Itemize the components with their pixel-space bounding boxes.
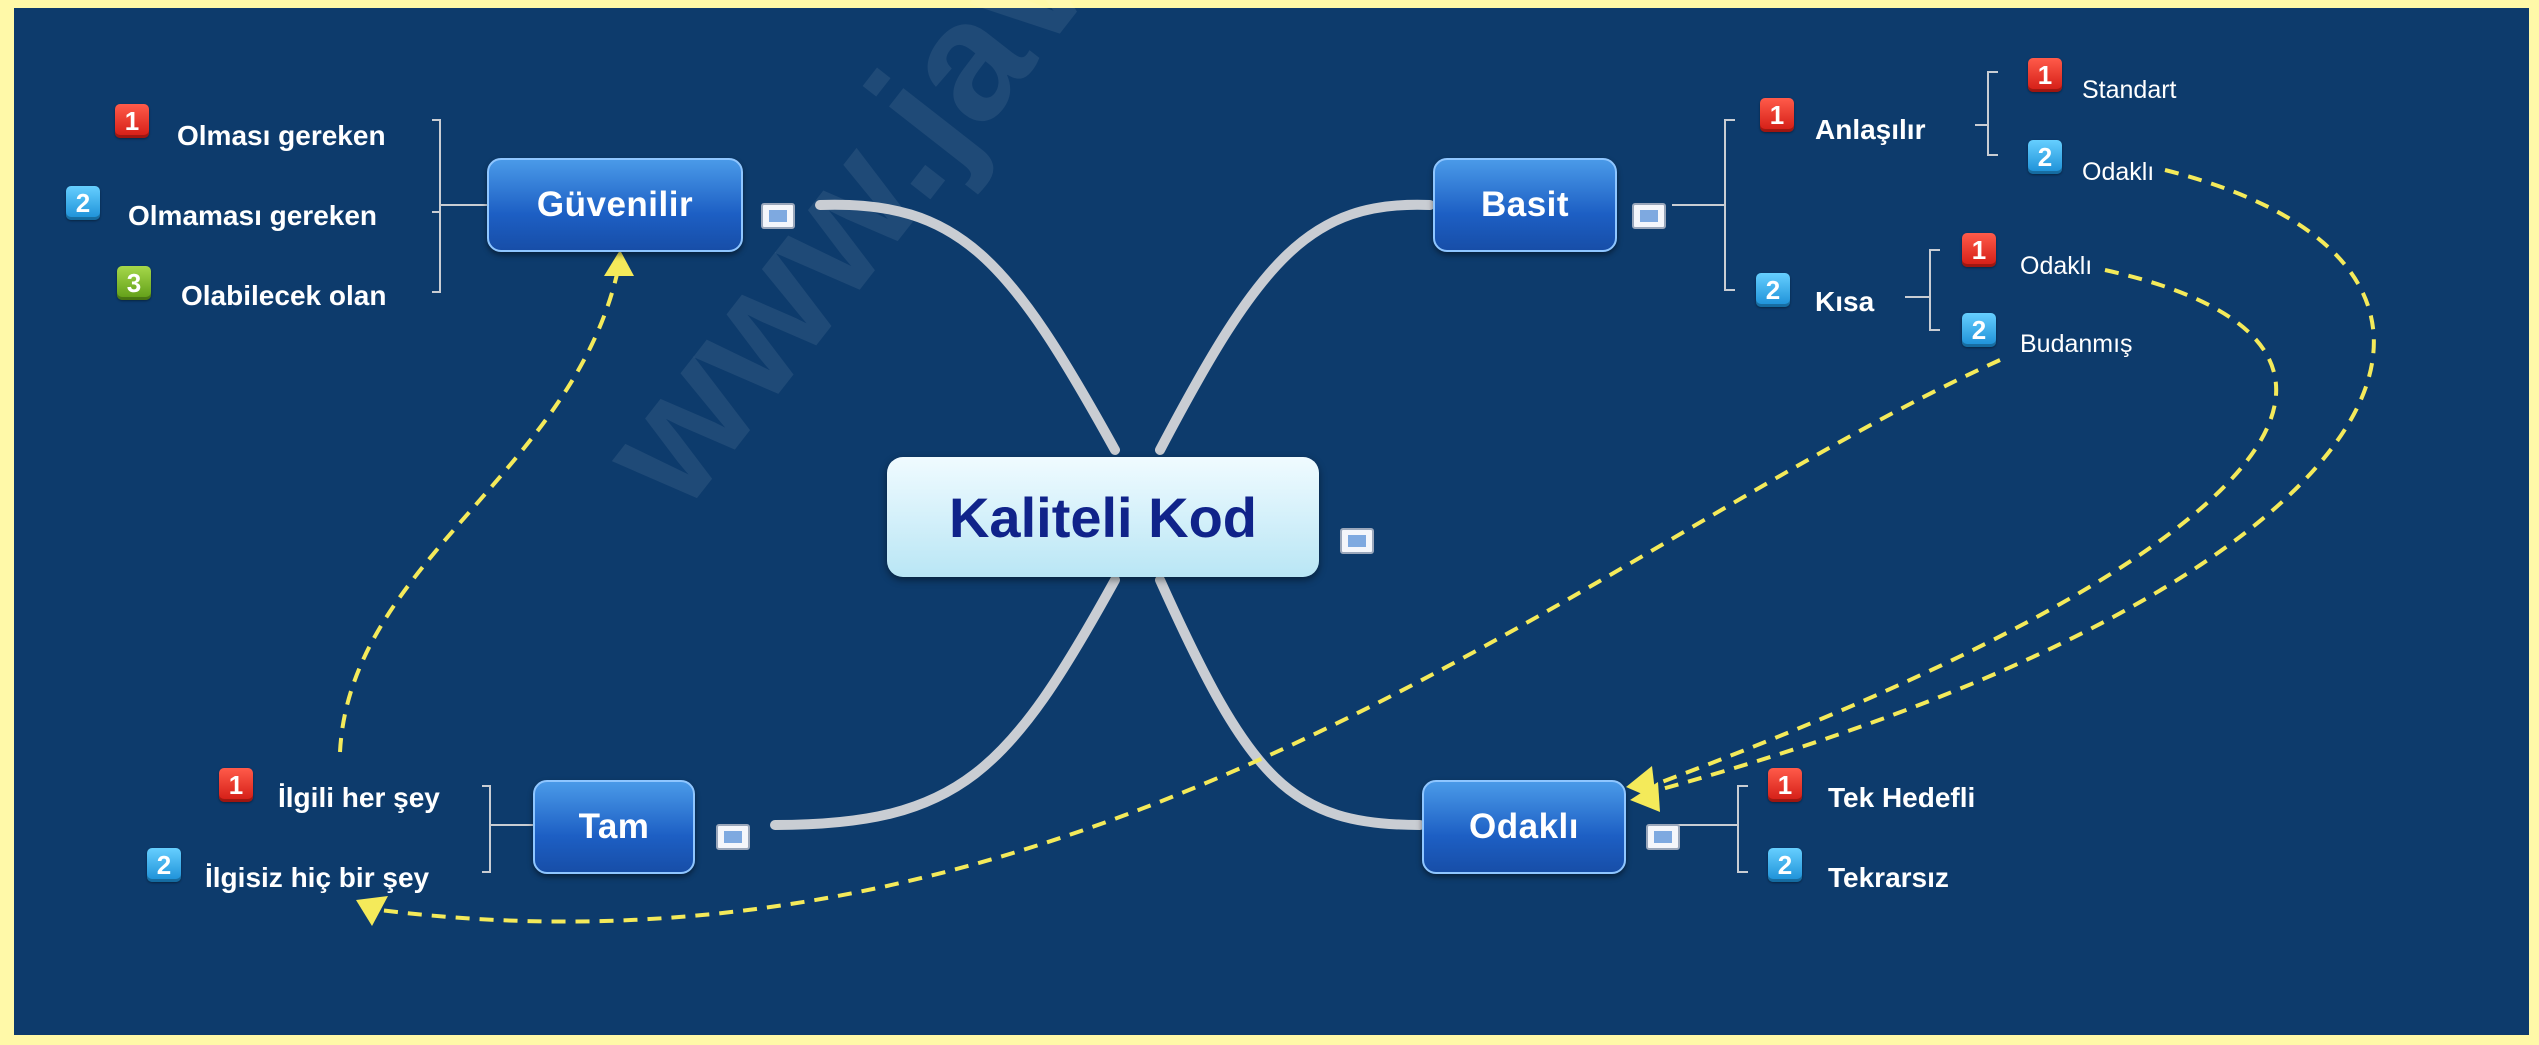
- item-tek-hedefli[interactable]: Tek Hedefli: [1828, 782, 1976, 813]
- badge-1-icon: 1: [1962, 233, 1996, 267]
- badge-1-icon: 1: [115, 104, 149, 138]
- item-anlasilir[interactable]: Anlaşılır: [1815, 114, 1926, 145]
- connector-guvenilir: [815, 199, 1120, 455]
- arrowhead-guvenilir: [604, 250, 634, 276]
- badge-2-icon: 2: [1962, 313, 1996, 347]
- note-icon[interactable]: [1646, 824, 1680, 850]
- item-kisa[interactable]: Kısa: [1815, 286, 1875, 317]
- note-icon[interactable]: [716, 824, 750, 850]
- item-ilgisiz-hic-bir-sey[interactable]: İlgisiz hiç bir şey: [205, 862, 430, 893]
- item-standart[interactable]: Standart: [2082, 76, 2177, 104]
- item-odakli-anlasilir[interactable]: Odaklı: [2082, 158, 2155, 186]
- badge-2-icon: 2: [1756, 273, 1790, 307]
- badge-2-icon: 2: [2028, 140, 2062, 174]
- arrowhead-odakli-2: [1630, 782, 1660, 812]
- brackets: [432, 71, 1998, 873]
- item-budanmis[interactable]: Budanmış: [2020, 330, 2133, 358]
- rel-tam-to-guvenilir: [338, 259, 622, 753]
- item-olmasi-gereken[interactable]: Olması gereken: [177, 120, 386, 151]
- central-topic[interactable]: Kaliteli Kod: [887, 457, 1319, 577]
- note-icon[interactable]: [761, 203, 795, 229]
- item-olmamasi-gereken[interactable]: Olmaması gereken: [128, 200, 378, 231]
- badge-3-icon: 3: [117, 266, 151, 300]
- badge-2-icon: 2: [66, 186, 100, 220]
- relationship-lines: [338, 168, 2376, 924]
- badge-1-icon: 1: [1760, 98, 1794, 132]
- rel-anlasilir-odakli-to-odakli: [1639, 168, 2376, 797]
- arrowhead-ilgisiz: [356, 896, 388, 926]
- connector-odakli: [1155, 575, 1425, 830]
- relationship-arrowheads: [356, 250, 1660, 926]
- node-odakli[interactable]: Odaklı: [1422, 780, 1626, 874]
- badge-1-icon: 1: [1768, 768, 1802, 802]
- item-olabilecek-olan[interactable]: Olabilecek olan: [181, 280, 387, 311]
- badge-1-icon: 1: [219, 768, 253, 802]
- note-icon[interactable]: [1632, 203, 1666, 229]
- rel-kisa-odakli-to-odakli: [1639, 268, 2279, 792]
- node-guvenilir[interactable]: Güvenilir: [487, 158, 743, 252]
- item-ilgili-her-sey[interactable]: İlgili her şey: [278, 782, 440, 813]
- item-odakli-kisa[interactable]: Odaklı: [2020, 252, 2093, 280]
- badge-2-icon: 2: [147, 848, 181, 882]
- badge-2-icon: 2: [1768, 848, 1802, 882]
- connector-basit: [1155, 199, 1435, 455]
- item-tekrarsiz[interactable]: Tekrarsız: [1828, 862, 1949, 893]
- note-icon[interactable]: [1340, 528, 1374, 554]
- connector-tam: [770, 575, 1120, 830]
- badge-1-icon: 1: [2028, 58, 2062, 92]
- node-tam[interactable]: Tam: [533, 780, 695, 874]
- node-basit[interactable]: Basit: [1433, 158, 1617, 252]
